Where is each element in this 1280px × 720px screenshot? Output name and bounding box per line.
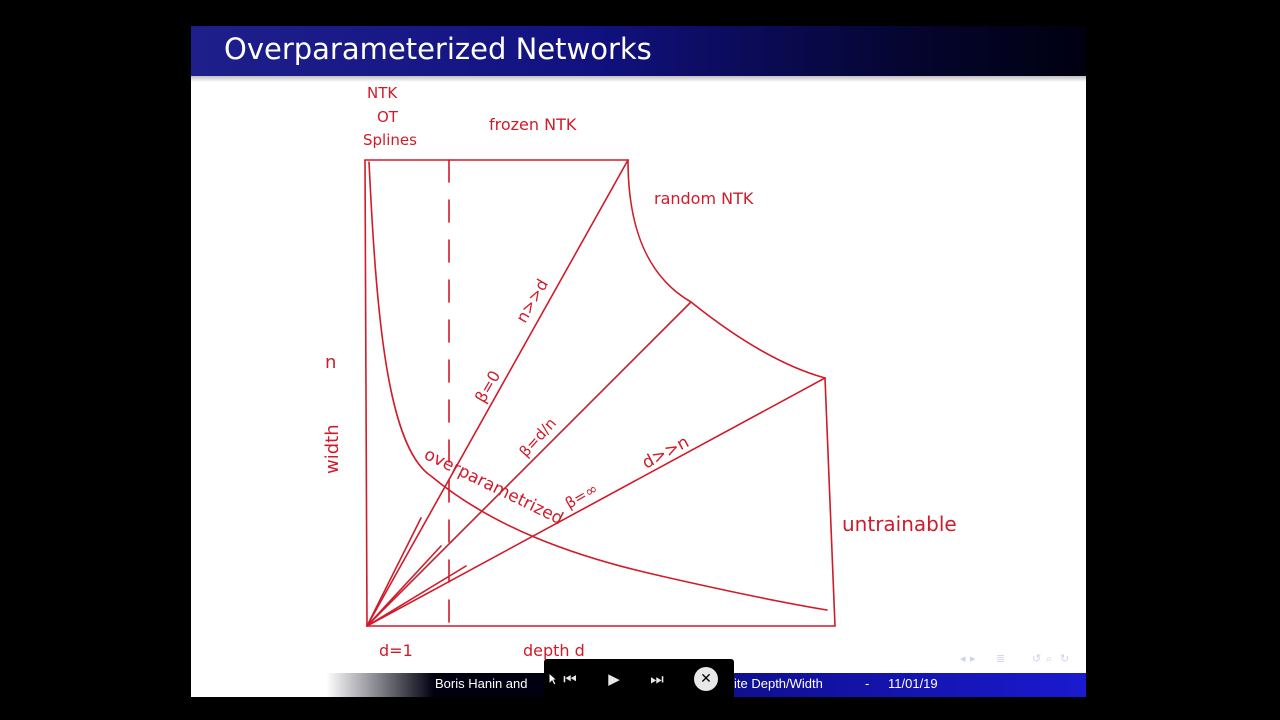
nav-search-icon[interactable]: ⌕	[1046, 652, 1053, 665]
label-d-eq-1: d=1	[379, 641, 413, 660]
ray-beta-dn	[366, 301, 692, 627]
title-shadow	[191, 76, 1086, 82]
label-n-gg-d: n>>d	[512, 276, 552, 326]
next-track-icon[interactable]: ⏭	[650, 670, 664, 688]
nav-redo-icon[interactable]: ↻	[1060, 652, 1070, 665]
ray-n-gg-d	[366, 159, 629, 627]
short-ray-3	[366, 565, 467, 627]
beamer-navigation-icons: ◂ ▸ ≣ ↺ ⌕ ↻	[960, 652, 1080, 668]
label-beta-inf: β=∞	[562, 480, 601, 513]
nav-left-arrow-icon[interactable]: ◂	[960, 652, 966, 665]
label-beta-0: β=0	[471, 367, 504, 406]
label-splines: Splines	[363, 131, 417, 149]
footer-right-band	[731, 673, 1086, 697]
label-width-n: n	[325, 352, 336, 373]
label-depth-d: depth d	[523, 641, 585, 660]
overparametrized-curve	[368, 161, 828, 611]
label-untrainable: untrainable	[842, 512, 957, 536]
label-ot: OT	[377, 108, 399, 126]
short-ray-2	[366, 545, 442, 627]
ray-d-gg-n	[366, 377, 826, 627]
label-d-gg-n: d>>n	[639, 432, 693, 473]
short-ray-1	[366, 517, 422, 627]
video-player-controls: ⏮ ▶ ⏭ ✕	[544, 659, 734, 699]
close-icon[interactable]: ✕	[694, 667, 718, 691]
slide: Overparameterized Networks NTK OT	[191, 26, 1086, 696]
footer-date: 11/01/19	[888, 676, 938, 691]
slide-title: Overparameterized Networks	[224, 32, 652, 66]
nav-list-icon[interactable]: ≣	[996, 652, 1006, 665]
label-frozen-ntk: frozen NTK	[489, 115, 577, 134]
frame-right-edge	[824, 377, 836, 627]
footer-talk-title: ite Depth/Width	[734, 676, 823, 691]
label-beta-dn: β=d/n	[516, 414, 560, 460]
footer-author: Boris Hanin and	[435, 676, 528, 691]
label-overparametrized: overparametrized	[421, 445, 566, 530]
label-ntk: NTK	[367, 84, 398, 102]
play-icon[interactable]: ▶	[608, 670, 620, 688]
hand-drawn-phase-diagram: NTK OT Splines frozen NTK random NTK n w…	[322, 84, 957, 660]
frame-left-edge	[364, 159, 368, 627]
nav-undo-icon[interactable]: ↺	[1032, 652, 1042, 665]
mouse-cursor-icon	[548, 672, 558, 686]
label-random-ntk: random NTK	[654, 189, 754, 208]
footer-separator: -	[865, 676, 870, 691]
nav-right-arrow-icon[interactable]: ▸	[970, 652, 976, 665]
previous-track-icon[interactable]: ⏮	[563, 670, 577, 688]
slide-title-bar: Overparameterized Networks	[191, 26, 1086, 76]
label-width: width	[322, 424, 343, 474]
